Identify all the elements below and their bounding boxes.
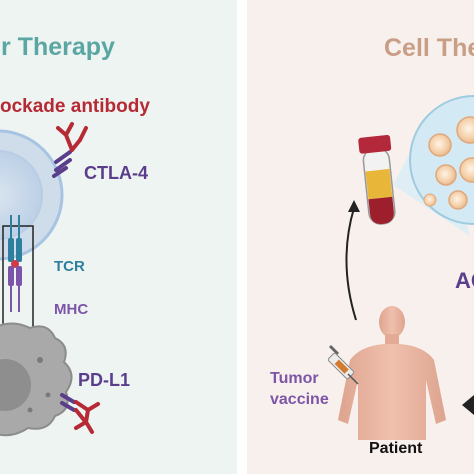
ctla4-label: CTLA-4 [84, 163, 148, 183]
mhc-label: MHC [54, 301, 89, 318]
ctla4-receptor [52, 150, 72, 178]
cell-culture-view [393, 95, 474, 236]
peptide [11, 260, 19, 268]
pdl1-label: PD-L1 [78, 370, 131, 390]
return-arrow [462, 395, 474, 415]
left-panel-title: r Therapy [1, 33, 115, 61]
tumor-vaccine-label: Tumor vaccine [270, 370, 329, 408]
act-label-fragment: AC [455, 268, 474, 293]
pdl1-receptor [60, 393, 76, 412]
right-panel-title: Cell The [384, 34, 474, 62]
blood-tube [358, 134, 396, 225]
patient-label: Patient [369, 440, 423, 457]
blockade-antibody-label: ockade antibody [0, 96, 150, 117]
process-arrow [345, 200, 360, 321]
blockade-antibody-bottom [74, 400, 100, 434]
blockade-antibody-top [56, 122, 88, 152]
patient-figure [338, 306, 446, 440]
tcr-molecule [8, 215, 22, 262]
mhc-molecule [8, 266, 22, 312]
tumor-cell [0, 322, 73, 437]
tcr-label: TCR [54, 258, 85, 275]
panel-divider [237, 0, 247, 474]
syringe [327, 344, 359, 385]
t-cell [0, 129, 64, 261]
